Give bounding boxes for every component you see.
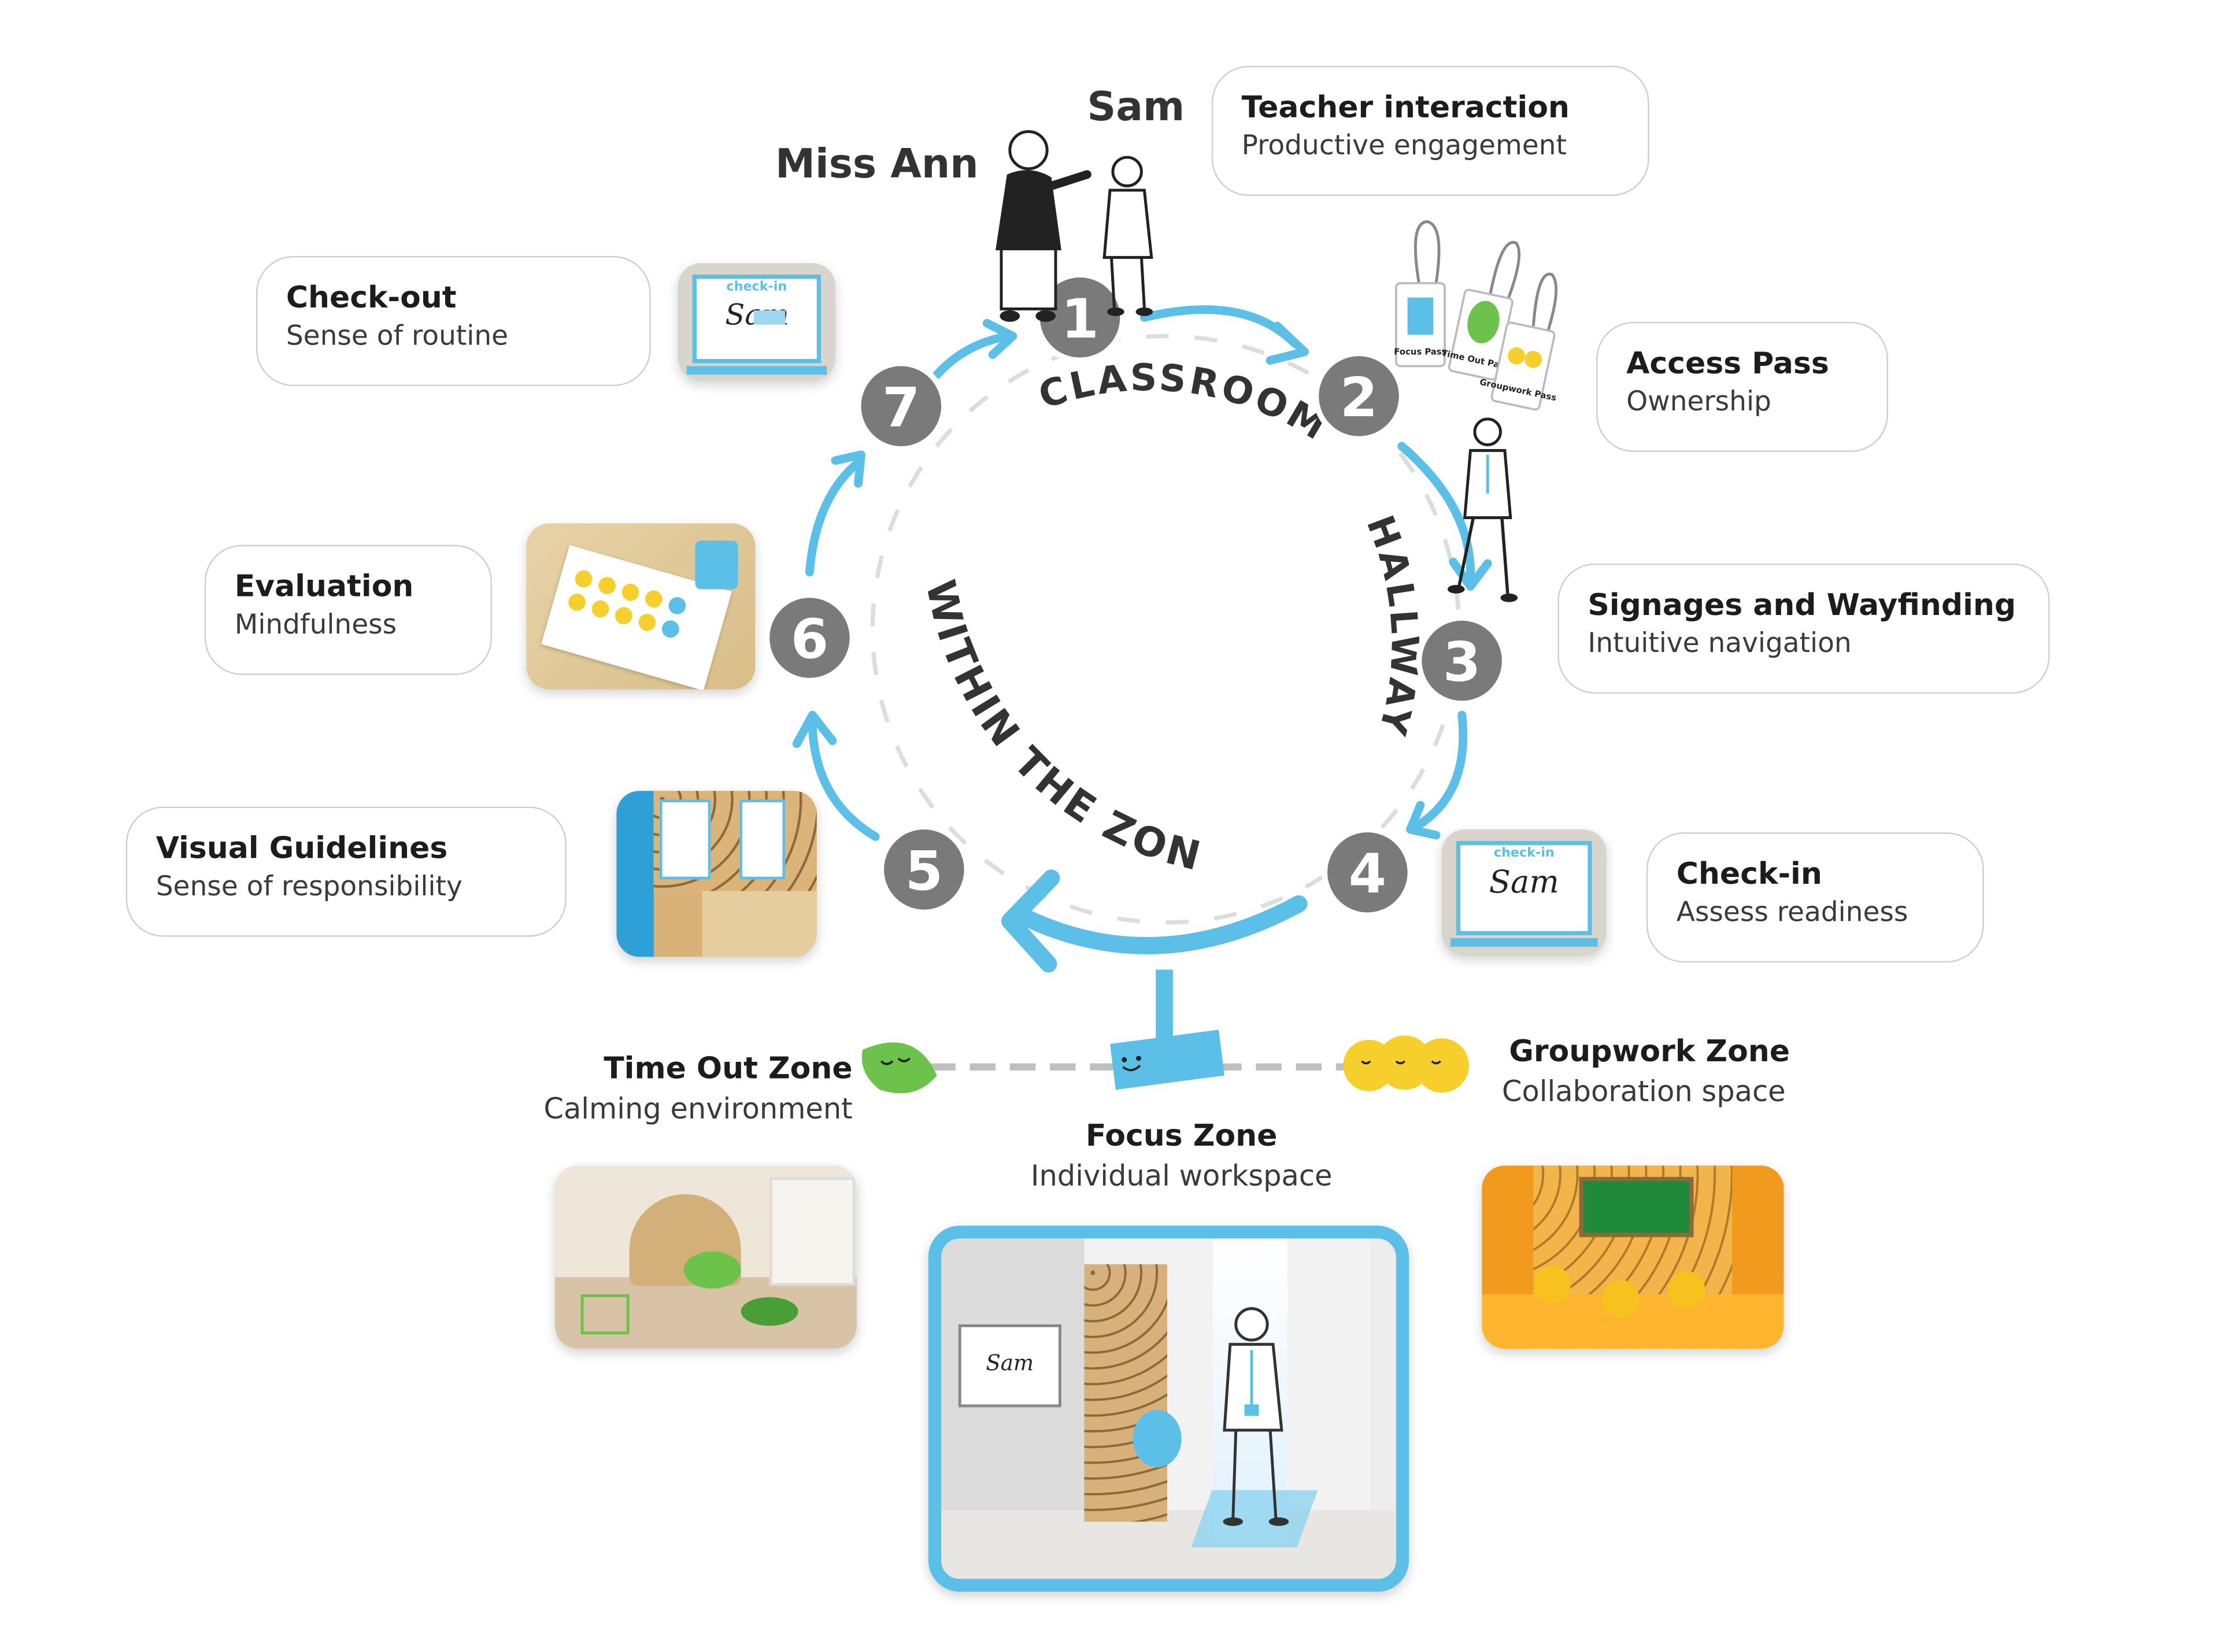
time-out-zone-label: Time Out Zone Calming environment	[518, 1049, 853, 1129]
arrow-5-6	[808, 722, 880, 841]
time-out-zone-photo	[554, 1165, 857, 1349]
ring-label-hallway: HALLWAY	[1358, 510, 1427, 742]
step-badge-5: 5	[878, 824, 970, 916]
card-subtitle: Sense of responsibility	[156, 871, 462, 903]
step-card-access-pass: Access Pass Ownership	[1596, 321, 1888, 452]
evaluation-photo	[526, 523, 756, 690]
student-figure	[1102, 155, 1153, 316]
board-name: Sam	[1489, 865, 1559, 901]
zone-subtitle: Collaboration space	[1501, 1074, 1786, 1109]
arrow-5-6-head	[792, 710, 837, 749]
arrow-4-5	[1018, 895, 1308, 954]
card-title: Evaluation	[234, 569, 414, 604]
teacher-name: Miss Ann	[775, 140, 979, 188]
card-title: Teacher interaction	[1241, 90, 1570, 125]
step-card-evaluation: Evaluation Mindfulness	[204, 545, 493, 675]
step-badge-4: 4	[1322, 827, 1414, 918]
ring-label-classroom: CLASSROOM	[1034, 356, 1335, 450]
svg-text:2: 2	[1340, 366, 1378, 429]
step-badge-1: 1	[1034, 272, 1126, 364]
step-badge-7: 7	[855, 360, 947, 452]
zone-title: Time Out Zone	[604, 1051, 853, 1086]
arrow-6-7	[805, 460, 860, 577]
step-card-signages: Signages and Wayfinding Intuitive naviga…	[1557, 563, 2050, 694]
arrow-6-7-head	[831, 450, 865, 488]
step-card-check-out: Check-out Sense of routine	[256, 255, 651, 387]
arrow-4-5-head	[1001, 869, 1060, 973]
svg-text:7: 7	[882, 376, 920, 439]
groupwork-zone-label: Groupwork Zone Collaboration space	[1502, 1031, 1790, 1112]
svg-text:5: 5	[905, 840, 943, 903]
check-out-board-photo: check-in Sam	[678, 263, 835, 381]
teacher-figure	[996, 130, 1092, 322]
leaf-icon	[861, 1042, 937, 1094]
card-title: Check-out	[286, 280, 457, 315]
zone-stem	[1156, 969, 1173, 1039]
groupwork-icon	[1343, 1035, 1470, 1093]
step-badge-2: 2	[1313, 350, 1405, 442]
arrow-1-2-head	[1266, 321, 1309, 365]
zone-title: Focus Zone	[1085, 1118, 1278, 1153]
svg-text:Focus Pass: Focus Pass	[1394, 347, 1446, 357]
svg-text:6: 6	[791, 608, 828, 671]
card-subtitle: Mindfulness	[234, 609, 397, 641]
access-pass-tags: Focus Pass Time Out Pass Groupwork Pass	[1394, 220, 1558, 411]
step-card-visual-guidelines: Visual Guidelines Sense of responsibilit…	[125, 806, 567, 937]
svg-text:4: 4	[1349, 843, 1386, 906]
card-title: Access Pass	[1626, 346, 1829, 381]
groupwork-zone-photo	[1482, 1165, 1784, 1349]
board-header: check-in	[726, 280, 787, 295]
focus-zone-photo: Sam	[928, 1225, 1409, 1592]
step-card-check-in: Check-in Assess readiness	[1646, 832, 1984, 963]
card-title: Visual Guidelines	[156, 831, 448, 865]
focus-zone-icon	[1109, 1029, 1224, 1090]
step-badge-3: 3	[1416, 614, 1508, 707]
walking-student-figure	[1447, 417, 1518, 602]
zone-title: Groupwork Zone	[1509, 1034, 1790, 1069]
card-subtitle: Assess readiness	[1676, 897, 1908, 928]
arrow-7-1	[933, 332, 1013, 379]
focus-zone-label: Focus Zone Individual workspace	[987, 1116, 1376, 1196]
zone-subtitle: Individual workspace	[1030, 1158, 1333, 1193]
visual-guidelines-photo	[616, 791, 817, 957]
step-badge-6: 6	[764, 592, 856, 684]
svg-text:3: 3	[1443, 631, 1481, 694]
board-name: Sam	[986, 1350, 1034, 1376]
arrow-7-1-head	[982, 318, 1018, 360]
svg-text:1: 1	[1061, 288, 1098, 351]
step-card-teacher-interaction: Teacher interaction Productive engagemen…	[1211, 65, 1649, 196]
card-subtitle: Intuitive navigation	[1588, 628, 1852, 660]
card-title: Signages and Wayfinding	[1588, 587, 2016, 623]
student-name: Sam	[1087, 83, 1185, 131]
arrow-2-3	[1397, 442, 1475, 584]
check-in-board-photo: check-in Sam	[1441, 829, 1607, 955]
arrow-2-3-head	[1449, 557, 1492, 591]
arrow-3-4	[1412, 710, 1468, 831]
card-title: Check-in	[1676, 857, 1822, 891]
arrow-3-4-head	[1406, 801, 1441, 840]
board-header: check-in	[1493, 846, 1555, 861]
card-subtitle: Productive engagement	[1241, 130, 1567, 162]
zone-subtitle: Calming environment	[543, 1091, 853, 1126]
card-subtitle: Ownership	[1626, 386, 1771, 418]
card-subtitle: Sense of routine	[286, 320, 509, 352]
